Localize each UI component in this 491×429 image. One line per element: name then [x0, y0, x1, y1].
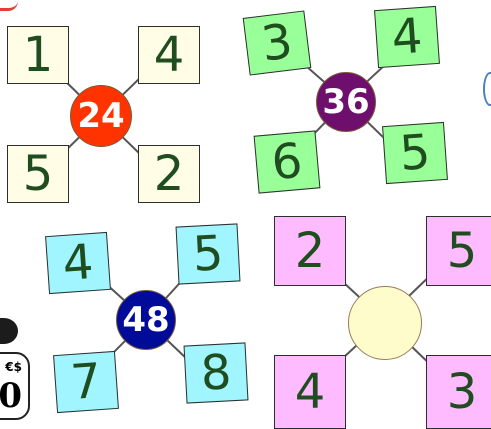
tile-red-top-right[interactable]: 4 [138, 26, 200, 84]
edge-tag: €$ 0 [0, 352, 30, 420]
tile-value: 8 [199, 348, 232, 398]
tile-pink-bottom-left[interactable]: 4 [274, 355, 346, 429]
hub-red-target[interactable]: 24 [70, 85, 132, 147]
tile-value: 1 [23, 31, 54, 79]
tile-value: 4 [154, 31, 185, 79]
tile-value: 4 [295, 368, 326, 416]
tile-value: 4 [390, 12, 424, 62]
edge-tag-value: 0 [0, 376, 22, 416]
hub-purple-target[interactable]: 36 [316, 72, 376, 132]
tile-value: 5 [398, 128, 432, 178]
tile-blue-bottom-left[interactable]: 7 [53, 351, 119, 413]
edge-tag-symbol: €$ [5, 360, 22, 374]
tile-value: 4 [61, 238, 95, 288]
tile-value: 3 [447, 368, 478, 416]
tile-value: 5 [447, 227, 478, 275]
tile-purple-top-left[interactable]: 3 [243, 10, 312, 75]
tile-value: 3 [259, 17, 295, 68]
tile-red-top-left[interactable]: 1 [7, 26, 69, 84]
tile-red-bottom-left[interactable]: 5 [7, 145, 69, 203]
tile-value: 6 [270, 137, 305, 187]
tile-value: 7 [69, 357, 103, 407]
tile-purple-bottom-right[interactable]: 5 [382, 122, 448, 184]
hub-blue-target[interactable]: 48 [116, 290, 176, 350]
tile-value: 5 [23, 150, 54, 198]
hub-value: 48 [122, 300, 169, 340]
tile-value: 5 [191, 229, 224, 279]
tile-pink-bottom-right[interactable]: 3 [426, 355, 491, 429]
tile-purple-bottom-left[interactable]: 6 [254, 130, 321, 193]
tile-blue-bottom-right[interactable]: 8 [184, 342, 249, 403]
tile-pink-top-left[interactable]: 2 [274, 216, 346, 286]
tile-value: 2 [295, 227, 326, 275]
tile-blue-top-left[interactable]: 4 [45, 232, 111, 294]
tile-value: 2 [154, 150, 185, 198]
hub-value: 36 [322, 82, 369, 122]
hub-blank-answer[interactable] [348, 286, 422, 360]
tile-purple-top-right[interactable]: 4 [374, 6, 440, 68]
tile-red-bottom-right[interactable]: 2 [138, 145, 200, 203]
tile-blue-top-right[interactable]: 5 [176, 223, 241, 284]
tile-pink-top-right[interactable]: 5 [426, 216, 491, 286]
hub-value: 24 [77, 96, 124, 136]
